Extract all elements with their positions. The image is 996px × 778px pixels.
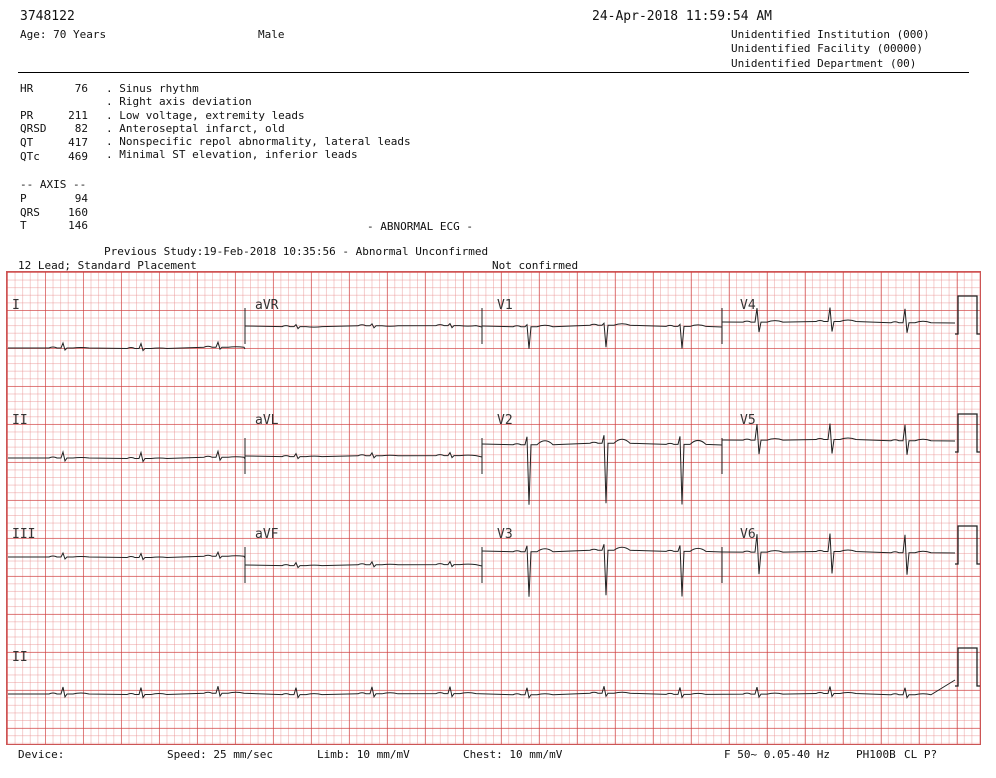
lead-label-v4: V4 [740, 298, 756, 313]
patient-age: Age: 70 Years [20, 28, 107, 41]
previous-study: Previous Study:19-Feb-2018 10:35:56 - Ab… [104, 245, 489, 258]
lead-placement: 12 Lead; Standard Placement [18, 259, 197, 272]
calibration-pulse [955, 647, 980, 687]
trace-i [7, 340, 246, 352]
measurement-value: 211 [68, 109, 88, 122]
interpretation-item: . Sinus rhythm [106, 82, 199, 95]
axis-value: 160 [68, 206, 88, 219]
footer-chest-gain: Chest: 10 mm/mV [463, 748, 563, 761]
lead-label-rhythm-ii: II [12, 650, 28, 665]
interpretation-item: . Minimal ST elevation, inferior leads [106, 148, 358, 161]
lead-label-v1: V1 [497, 298, 513, 313]
footer-filter: F 50~ 0.05-40 Hz [724, 748, 830, 761]
patient-sex: Male [258, 28, 285, 41]
trace-avf [244, 560, 483, 569]
lead-label-v2: V2 [497, 413, 513, 428]
patient-id: 3748122 [20, 9, 75, 24]
footer-speed: Speed: 25 mm/sec [167, 748, 273, 761]
lead-label-avl: aVL [255, 413, 279, 428]
calibration-pulse [955, 295, 980, 335]
calibration-pulse [955, 413, 980, 453]
axis-label: P [20, 192, 27, 205]
header-divider [18, 72, 969, 73]
trace-v3 [481, 544, 723, 597]
trace-v6 [721, 533, 956, 575]
measurement-value: 76 [74, 82, 88, 95]
axis-value: 146 [68, 219, 88, 232]
lead-label-i: I [12, 298, 20, 313]
recording-datetime: 24-Apr-2018 11:59:54 AM [592, 9, 773, 24]
trace-avl [244, 451, 483, 460]
trace-v1 [481, 322, 723, 349]
interpretation-item: . Anteroseptal infarct, old [106, 122, 285, 135]
measurement-label: HR [20, 82, 34, 95]
trace-avr [244, 322, 483, 330]
lead-label-v6: V6 [740, 527, 756, 542]
trace-iii [7, 550, 246, 561]
axis-label: QRS [20, 206, 40, 219]
trace-v5 [721, 423, 956, 455]
lead-label-avr: aVR [255, 298, 279, 313]
ecg-grid [6, 271, 981, 745]
trace-v4 [721, 307, 956, 333]
axis-label: T [20, 219, 27, 232]
calibration-pulse [955, 525, 980, 565]
trace-ii [7, 449, 246, 463]
footer-model: PH100B [856, 748, 896, 761]
axis-value: 94 [74, 192, 88, 205]
measurement-value: 417 [68, 136, 88, 149]
footer-device: Device: [18, 748, 65, 761]
summary-statement: - ABNORMAL ECG - [367, 220, 473, 233]
trace-rhythm-ii [7, 679, 956, 700]
facility: Unidentified Facility (00000) [731, 42, 924, 55]
lead-label-v5: V5 [740, 413, 756, 428]
footer-cl: CL P? [904, 748, 938, 761]
measurement-label: QTc [20, 150, 40, 163]
measurement-value: 469 [68, 150, 88, 163]
confirmation-status: Not confirmed [492, 259, 579, 272]
footer-limb-gain: Limb: 10 mm/mV [317, 748, 410, 761]
measurement-value: 82 [74, 122, 88, 135]
interpretation-item: . Right axis deviation [106, 95, 252, 108]
lead-label-v3: V3 [497, 527, 513, 542]
trace-v2 [481, 435, 723, 505]
measurement-label: QRSD [20, 122, 47, 135]
lead-label-ii: II [12, 413, 28, 428]
lead-label-iii: III [12, 527, 36, 542]
lead-label-avf: aVF [255, 527, 279, 542]
institution: Unidentified Institution (000) [731, 28, 930, 41]
department: Unidentified Department (00) [731, 57, 917, 70]
interpretation-item: . Low voltage, extremity leads [106, 109, 305, 122]
measurement-label: QT [20, 136, 34, 149]
measurement-label: PR [20, 109, 34, 122]
axis-title: -- AXIS -- [20, 178, 87, 191]
interpretation-item: . Nonspecific repol abnormality, lateral… [106, 135, 411, 148]
